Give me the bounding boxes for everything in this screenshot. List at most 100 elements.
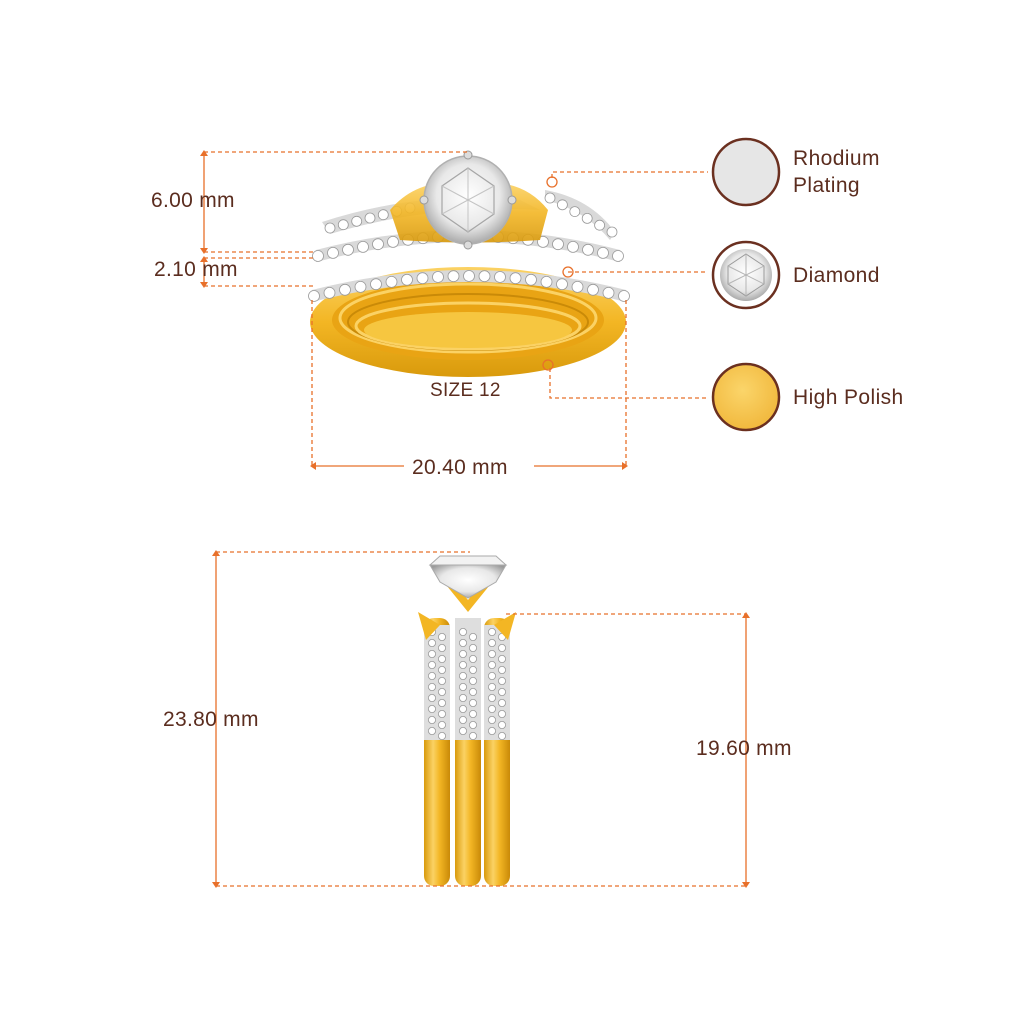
pave-stone (372, 238, 384, 251)
pave-stone (437, 721, 446, 730)
pave-stone (571, 280, 584, 293)
pave-stone (497, 699, 506, 708)
pave-stone (427, 672, 436, 681)
pave-stone (308, 290, 320, 302)
pave-stone (337, 219, 349, 231)
pave-stone (458, 661, 467, 670)
legend-item-rhodium: Rhodium Plating (793, 145, 880, 199)
total-height-label: 23.80 mm (163, 708, 259, 731)
pave-stone (497, 655, 506, 664)
pave-diamonds (308, 192, 630, 302)
pave-stone (437, 710, 446, 719)
pave-stone (427, 650, 436, 659)
rhodium-swatch-icon (711, 137, 781, 207)
pave-stone (385, 275, 398, 288)
pave-stone (342, 243, 354, 256)
pave-stone (487, 639, 496, 648)
pave-stone (567, 240, 579, 253)
pave-stone (437, 666, 446, 675)
pave-stone (581, 212, 593, 224)
side-pave-diamonds (427, 628, 506, 741)
pave-stone (569, 206, 581, 218)
pave-stone (458, 694, 467, 703)
band-width-label: 2.10 mm (154, 258, 238, 281)
pave-stone (602, 286, 615, 299)
pave-stone (497, 666, 506, 675)
pave-stone (458, 705, 467, 714)
diamond-swatch-icon (711, 240, 781, 310)
pave-stone (370, 278, 382, 291)
pave-stone (401, 273, 413, 286)
pave-stone (497, 710, 506, 719)
pave-stone (427, 716, 436, 725)
pave-stone (497, 677, 506, 686)
pave-stone (468, 655, 477, 664)
pave-stone (339, 283, 351, 296)
pave-stone (437, 677, 446, 686)
pave-stone (597, 246, 609, 259)
pave-stone (447, 270, 460, 283)
pave-stone (582, 243, 594, 256)
pave-stone (427, 705, 436, 714)
pave-stone (357, 240, 369, 253)
pave-stone (487, 672, 496, 681)
pave-stone (544, 192, 556, 204)
legend-label-line2: Plating (793, 174, 861, 197)
pave-stone (468, 699, 477, 708)
pave-stone (487, 716, 496, 725)
stone-height-label: 6.00 mm (151, 189, 235, 212)
pave-stone (497, 721, 506, 730)
legend-swatches (711, 137, 781, 432)
pave-stone (497, 732, 506, 741)
pave-stone (494, 271, 506, 283)
pave-stone (487, 727, 496, 736)
pave-stone (437, 655, 446, 664)
legend-item-diamond: Diamond (793, 262, 880, 289)
pave-stone (478, 270, 491, 283)
pave-stone (468, 688, 477, 697)
pave-stone (458, 716, 467, 725)
ring-size-label: SIZE 12 (430, 380, 501, 401)
pave-stone (323, 286, 336, 299)
ring-width-label: 20.40 mm (412, 456, 508, 479)
pave-stone (458, 650, 467, 659)
pave-stone (427, 727, 436, 736)
pave-stone (427, 683, 436, 692)
pave-stone (437, 699, 446, 708)
pave-stone (537, 235, 549, 248)
pave-stone (351, 215, 363, 227)
pave-stone (324, 222, 336, 234)
pave-stone (432, 271, 444, 283)
pave-stone (458, 628, 467, 637)
pave-stone (437, 644, 446, 653)
pave-stone (468, 677, 477, 686)
pave-stone (458, 672, 467, 681)
pave-stone (525, 273, 537, 286)
pave-stone (437, 633, 446, 642)
pave-stone (487, 705, 496, 714)
pave-stone (387, 235, 399, 248)
pave-stone (557, 199, 568, 211)
pave-stone (540, 275, 553, 288)
pave-stone (354, 280, 367, 293)
pave-stone (458, 683, 467, 692)
pave-stone (497, 688, 506, 697)
ring-side-view (418, 555, 516, 886)
dimension-arrowheads (200, 150, 750, 888)
pave-stone (327, 246, 339, 259)
pave-stone (468, 732, 477, 741)
band-height-label: 19.60 mm (696, 737, 792, 760)
pave-stone (416, 272, 429, 285)
legend-item-high-polish: High Polish (793, 384, 904, 411)
pave-stone (468, 633, 477, 642)
pave-stone (509, 272, 522, 285)
pave-stone (587, 283, 599, 296)
pave-stone (458, 727, 467, 736)
pave-stone (437, 732, 446, 741)
pave-stone (487, 694, 496, 703)
legend-label-line1: Diamond (793, 264, 880, 287)
pave-stone (606, 226, 618, 238)
dimension-lines (203, 151, 748, 887)
